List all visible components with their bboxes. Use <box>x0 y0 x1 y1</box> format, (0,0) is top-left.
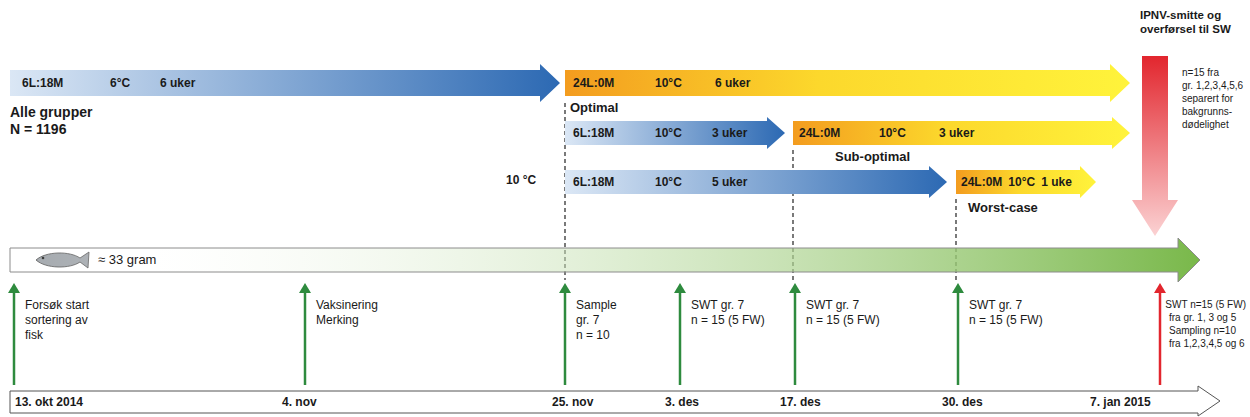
dark-phase-arrow: 6L:18M 10°C 3 uker <box>565 117 785 149</box>
annotation-text: fra 1,2,3,4,5 og 6 <box>1169 337 1245 350</box>
event-arrow <box>1159 292 1162 385</box>
arrow-text: 3 uker <box>712 126 747 140</box>
annotation-text: gr. 7 <box>576 313 599 328</box>
event-arrows <box>8 283 1166 385</box>
event-arrow <box>794 292 797 385</box>
arrow-text: 7. jan 2015 <box>1090 395 1151 409</box>
scenario-label: Sub-optimal <box>835 150 910 164</box>
arrow-text: 6L:18M <box>22 76 63 90</box>
event-arrow-head <box>559 283 571 293</box>
event-note: gr. 1,2,3,4,5,6 <box>1182 79 1243 92</box>
group-count: N = 1196 <box>10 121 66 137</box>
event-arrow-head <box>789 283 801 293</box>
annotation-text: sortering av <box>25 313 88 328</box>
event-note: bakgrunns- <box>1182 105 1232 118</box>
arrow-shape <box>565 64 1130 102</box>
event-arrow-head <box>952 283 964 293</box>
event-arrow-head <box>8 283 20 293</box>
arrow-text: 17. des <box>780 395 821 409</box>
arrow-shape <box>10 64 560 102</box>
event-arrow-head <box>299 283 311 293</box>
arrow-text: 25. nov <box>552 395 593 409</box>
arrow-text: 3. des <box>665 395 699 409</box>
arrow-outline <box>565 64 1130 102</box>
arrow-text: 13. okt 2014 <box>15 395 83 409</box>
event-note: n=15 fra <box>1182 66 1219 79</box>
arrow-text: 24L:0M <box>961 175 1002 189</box>
arrow-text: 6 uker <box>715 76 750 90</box>
arrow-outline <box>565 117 785 149</box>
light-phase-arrow: 24L:0M 10°C 6 uker <box>565 64 1130 102</box>
arrow-text: 10°C <box>879 126 906 140</box>
arrow-text: 10°C <box>655 175 682 189</box>
arrow-text: 3 uker <box>939 126 974 140</box>
event-arrow <box>304 292 307 385</box>
annotation-text: Vaksinering <box>316 298 378 313</box>
arrow-text: 5 uker <box>712 175 747 189</box>
event-arrow-head <box>674 283 686 293</box>
date-axis-arrow: 13. okt 2014 4. nov 25. nov 3. des 17. des 30… <box>10 386 1220 416</box>
annotation-text: n = 15 (5 FW) <box>806 313 880 328</box>
light-phase-arrow: 24L:0M 10°C 3 uker <box>793 117 1130 149</box>
annotation-text: SWT gr. 7 <box>969 298 1022 313</box>
event-note: separert for <box>1182 92 1233 105</box>
annotation-text: SWT gr. 7 <box>691 298 744 313</box>
annotation-text: n = 15 (5 FW) <box>691 313 765 328</box>
arrow-outline <box>956 166 1096 198</box>
arrow-text: 10°C <box>1008 175 1035 189</box>
arrow-text: 6 uker <box>160 76 195 90</box>
arrow-text: 10°C <box>655 126 682 140</box>
scenario-label: Optimal <box>570 101 618 115</box>
arrow-shape <box>10 238 1200 282</box>
light-phase-arrow: 24L:0M 10°C 1 uke <box>956 166 1096 198</box>
temperature-label: 10 °C <box>506 173 536 187</box>
arrow-text: 24L:0M <box>573 76 614 90</box>
event-note: dødelighet <box>1182 118 1229 131</box>
dark-phase-arrow: 6L:18M 10°C 5 uker <box>565 166 947 198</box>
annotation-text: Sampling n=10 <box>1169 324 1236 337</box>
arrow-text: 4. nov <box>282 395 317 409</box>
arrow-text: 6L:18M <box>573 175 614 189</box>
event-arrow <box>564 292 567 385</box>
annotation-text: SWT n=15 (5 FW) <box>1165 298 1246 311</box>
event-title: IPNV-smitte og overførsel til SW <box>1140 8 1246 36</box>
arrow-text: 24L:0M <box>799 126 840 140</box>
arrow-outline <box>10 238 1200 282</box>
arrow-text: 1 uke <box>1041 175 1072 189</box>
annotation-text: SWT gr. 7 <box>806 298 859 313</box>
arrow-text: 6L:18M <box>573 126 614 140</box>
group-label: Alle grupper <box>10 104 92 120</box>
arrow-shape <box>10 386 1220 416</box>
annotation-text: Sample <box>576 298 617 313</box>
arrow-outline <box>10 386 1220 416</box>
infection-arrow <box>1132 56 1178 236</box>
dark-phase-arrow: 6L:18M 6°C 6 uker <box>10 64 560 102</box>
arrow-text: 6°C <box>110 76 130 90</box>
growth-timeline-arrow: ≈ 33 gram <box>10 238 1200 282</box>
event-arrow <box>679 292 682 385</box>
event-arrow <box>957 292 960 385</box>
arrow-text: 30. des <box>942 395 983 409</box>
scenario-label: Worst-case <box>968 201 1038 215</box>
arrow-shape <box>565 166 947 198</box>
annotation-text: Merking <box>316 313 359 328</box>
annotation-text: fisk <box>25 328 43 343</box>
arrow-text: ≈ 33 gram <box>98 253 156 267</box>
event-arrow-head <box>1154 283 1166 293</box>
annotation-text: Forsøk start <box>25 298 89 313</box>
annotation-text: n = 10 <box>576 328 610 343</box>
arrow-outline <box>10 64 560 102</box>
arrow-outline <box>793 117 1130 149</box>
annotation-text: n = 15 (5 FW) <box>969 313 1043 328</box>
arrow-outline <box>565 166 947 198</box>
event-arrow <box>13 292 16 385</box>
annotation-text: fra gr. 1, 3 og 5 <box>1169 311 1236 324</box>
arrow-text: 10°C <box>655 76 682 90</box>
